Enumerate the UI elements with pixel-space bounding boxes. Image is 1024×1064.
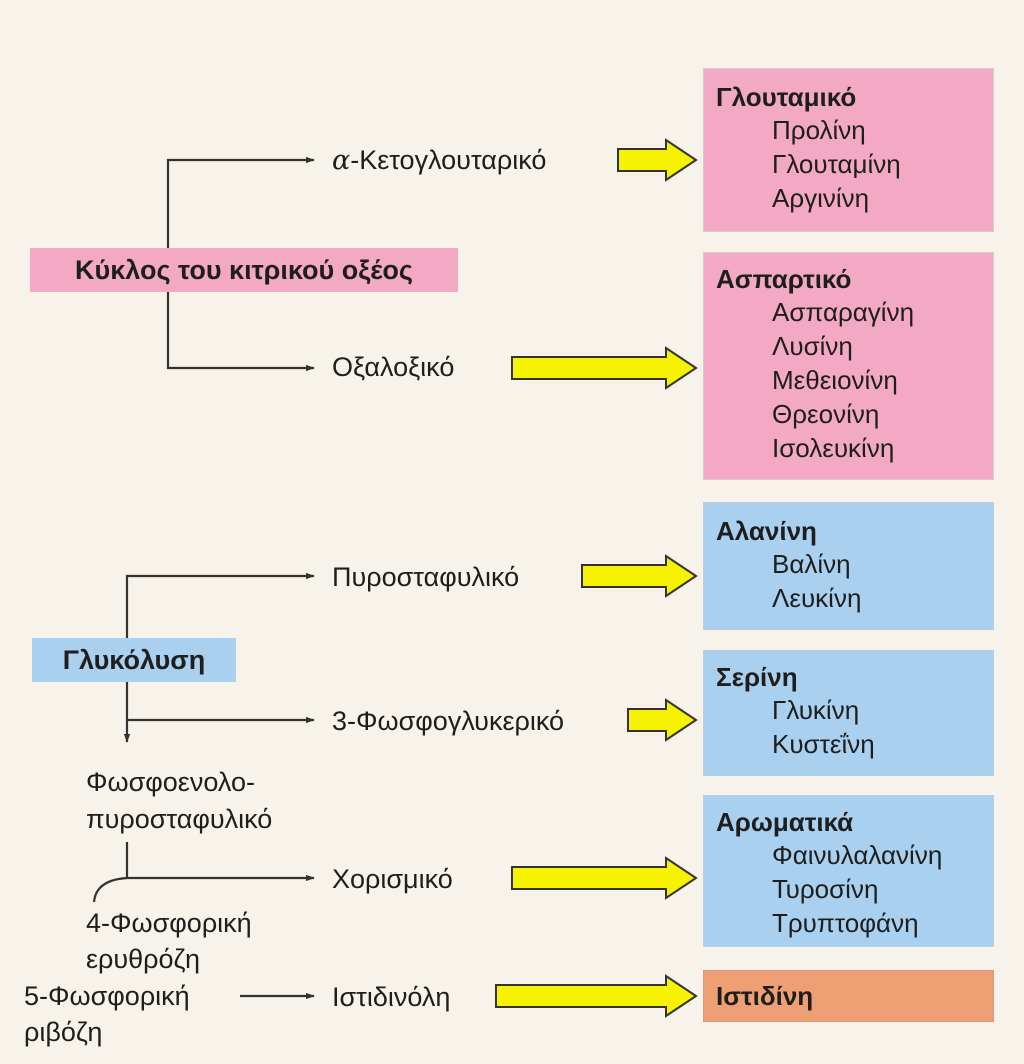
family-item: Βαλίνη bbox=[772, 549, 851, 579]
histidinol-label: Ιστιδινόλη bbox=[332, 982, 451, 1012]
family-head: Ιστιδίνη bbox=[716, 981, 814, 1011]
family-box-serine: Σερίνη Γλυκίνη Κυστεΐνη bbox=[703, 650, 994, 776]
e4p-label-line2: ερυθρόζη bbox=[86, 944, 200, 974]
krebs-cycle-label: Κύκλος του κιτρικού οξέος bbox=[75, 255, 413, 285]
e4p-label-line1: 4-Φωσφορική bbox=[86, 908, 252, 938]
e4p-join-curve bbox=[92, 876, 128, 903]
yellow-arrow-akg bbox=[617, 138, 698, 182]
chorismate-label: Χορισμικό bbox=[332, 864, 453, 894]
family-head: Γλουταμικό bbox=[716, 82, 857, 112]
family-item: Φαινυλαλανίνη bbox=[772, 840, 943, 870]
family-head: Αλανίνη bbox=[716, 516, 817, 546]
family-item: Ασπαραγίνη bbox=[772, 297, 915, 327]
krebs-cycle-box: Κύκλος του κιτρικού οξέος bbox=[30, 248, 458, 292]
akg-label: α-Κετογλουταρικό bbox=[332, 145, 547, 176]
family-head: Ασπαρτικό bbox=[716, 264, 852, 294]
family-item: Λυσίνη bbox=[772, 331, 853, 361]
family-box-alanine: Αλανίνη Βαλίνη Λευκίνη bbox=[703, 502, 994, 630]
pyruvate-label: Πυροσταφυλικό bbox=[332, 562, 520, 592]
family-item: Προλίνη bbox=[772, 115, 866, 145]
pep-label-line1: Φωσφοενολο- bbox=[86, 767, 255, 797]
glycolysis-box: Γλυκόλυση bbox=[32, 638, 236, 682]
yellow-arrow-histidinol bbox=[495, 974, 698, 1018]
pep-label-line2: πυροσταφυλικό bbox=[86, 804, 273, 834]
oxaloacetate-label: Οξαλοξικό bbox=[332, 352, 455, 382]
family-head: Σερίνη bbox=[716, 662, 798, 692]
family-item: Λευκίνη bbox=[772, 583, 862, 613]
alpha-symbol: α bbox=[332, 145, 351, 176]
family-box-glutamate: Γλουταμικό Προλίνη Γλουταμίνη Αργινίνη bbox=[703, 68, 994, 232]
family-box-histidine: Ιστιδίνη bbox=[703, 970, 994, 1022]
yellow-arrow-chorismate bbox=[511, 856, 698, 900]
r5p-label-line2: ριβόζη bbox=[24, 1017, 103, 1047]
3pg-label: 3-Φωσφογλυκερικό bbox=[332, 706, 565, 736]
family-item: Θρεονίνη bbox=[772, 399, 880, 429]
family-item: Τρυπτοφάνη bbox=[772, 908, 919, 938]
yellow-arrow-3pg bbox=[627, 698, 698, 742]
glycolysis-to-pyruvate-line bbox=[125, 572, 315, 638]
family-item: Γλυκίνη bbox=[772, 695, 860, 725]
krebs-to-oxaloacetate-line bbox=[166, 291, 315, 372]
krebs-to-akg-line bbox=[166, 156, 315, 248]
family-box-aspartate: Ασπαρτικό Ασπαραγίνη Λυσίνη Μεθειονίνη Θ… bbox=[703, 252, 994, 480]
family-head: Αρωματικά bbox=[716, 807, 854, 837]
yellow-arrow-oxaloacetate bbox=[511, 346, 698, 390]
glycolysis-label: Γλυκόλυση bbox=[62, 645, 206, 675]
family-item: Μεθειονίνη bbox=[772, 365, 898, 395]
r5p-label-line1: 5-Φωσφορική bbox=[24, 981, 190, 1011]
yellow-arrow-pyruvate bbox=[581, 554, 698, 598]
family-item: Γλουταμίνη bbox=[772, 149, 901, 179]
family-item: Κυστεΐνη bbox=[772, 729, 875, 759]
pep-to-chorismate-line bbox=[125, 842, 315, 882]
family-box-aromatic: Αρωματικά Φαινυλαλανίνη Τυροσίνη Τρυπτοφ… bbox=[703, 795, 994, 947]
family-item: Τυροσίνη bbox=[772, 874, 879, 904]
family-item: Αργινίνη bbox=[772, 183, 870, 213]
family-item: Ισολευκίνη bbox=[772, 433, 895, 463]
